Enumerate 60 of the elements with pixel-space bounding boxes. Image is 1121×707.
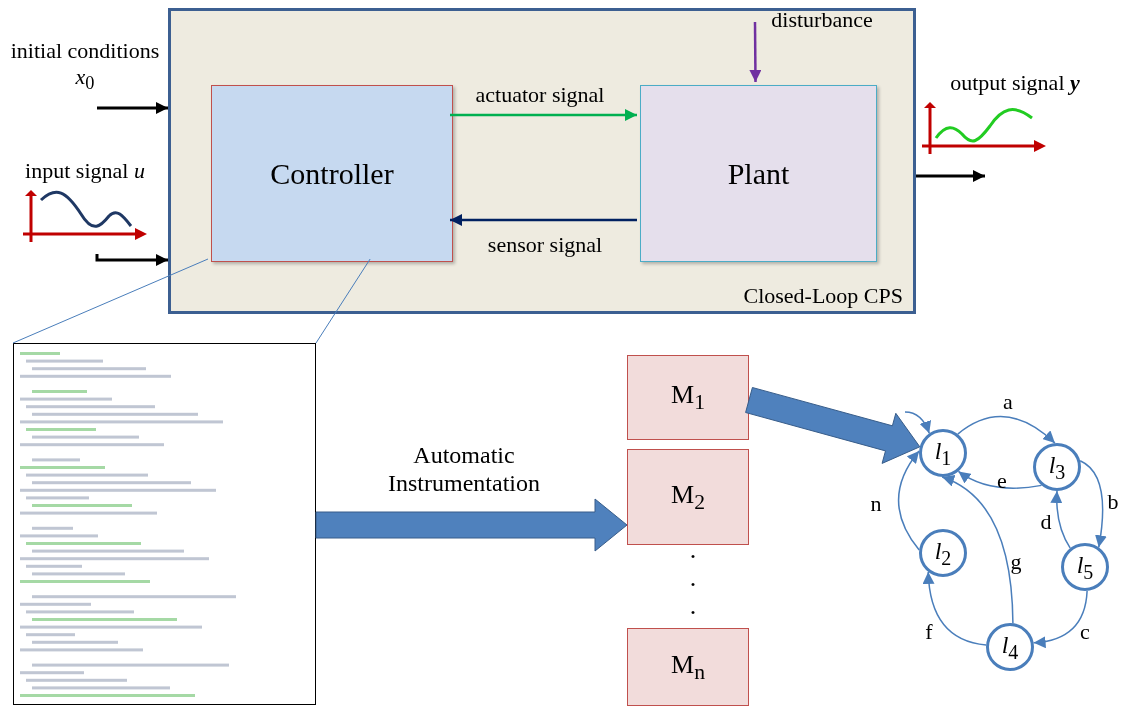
node-title: M$_{n}$: [671, 648, 705, 686]
arrow: [95, 254, 168, 266]
plant-box: [640, 85, 877, 262]
state-label: l$_{1}$: [934, 436, 952, 470]
arrow: [97, 102, 168, 114]
model-box: [627, 355, 749, 440]
arrow: [957, 415, 1056, 444]
group-title: Closed-Loop CPS: [743, 282, 903, 309]
edge-label: e: [997, 468, 1007, 494]
block-arrow: [745, 387, 921, 464]
edge-label: sensor signal: [487, 232, 603, 258]
node-title: M$_{2}$: [671, 478, 705, 516]
arrow: [904, 411, 931, 435]
arrow: [941, 475, 1014, 624]
state-circle: [1061, 543, 1109, 591]
edge-label: actuator signal: [475, 82, 605, 108]
state-circle: [986, 623, 1034, 671]
signal-label: input signal u: [25, 158, 145, 185]
arrow: [957, 470, 1043, 489]
arrow: [1032, 590, 1088, 648]
edge-label: b: [1107, 489, 1119, 515]
ellipsis-dot: .: [689, 563, 697, 593]
arrow: [749, 22, 762, 82]
node-title: Controller: [270, 155, 394, 192]
edge-label: g: [1010, 549, 1022, 575]
state-circle: [919, 429, 967, 477]
state-label: l$_{5}$: [1076, 550, 1094, 584]
state-label: l$_{3}$: [1048, 450, 1066, 484]
block-arrow: [315, 498, 628, 552]
model-box: [627, 449, 749, 545]
edge-label: d: [1040, 509, 1052, 535]
node-title: M$_{1}$: [671, 379, 705, 416]
edge-label: disturbance: [771, 7, 873, 33]
signal-label: output signal y: [950, 70, 1080, 97]
arrow: [450, 109, 637, 121]
edge-label: c: [1080, 619, 1090, 645]
arrow: [922, 571, 987, 646]
arrow: [916, 170, 985, 182]
controller-box: [211, 85, 453, 262]
arrow: [1050, 490, 1071, 549]
state-circle: [1033, 443, 1081, 491]
edge-label: n: [870, 491, 882, 517]
edge-label: a: [1003, 389, 1013, 415]
system-boundary-box: [168, 8, 916, 314]
leader-line: [12, 258, 209, 344]
model-box: [627, 628, 749, 706]
signal-label: initial conditions x$_{0}$: [10, 38, 160, 96]
state-circle: [919, 529, 967, 577]
arrow: [450, 214, 637, 226]
ellipsis-dot: .: [689, 591, 697, 621]
edge-label: f: [925, 619, 933, 645]
arrow: [1079, 460, 1107, 549]
edge-label: Automatic Instrumentation: [387, 442, 541, 498]
node-title: Plant: [727, 155, 790, 192]
state-label: l$_{4}$: [1001, 630, 1019, 664]
arrow: [897, 450, 920, 551]
ellipsis-dot: .: [689, 535, 697, 565]
code-listing-picture: [13, 343, 316, 705]
leader-line: [315, 258, 371, 344]
state-label: l$_{2}$: [934, 536, 952, 570]
